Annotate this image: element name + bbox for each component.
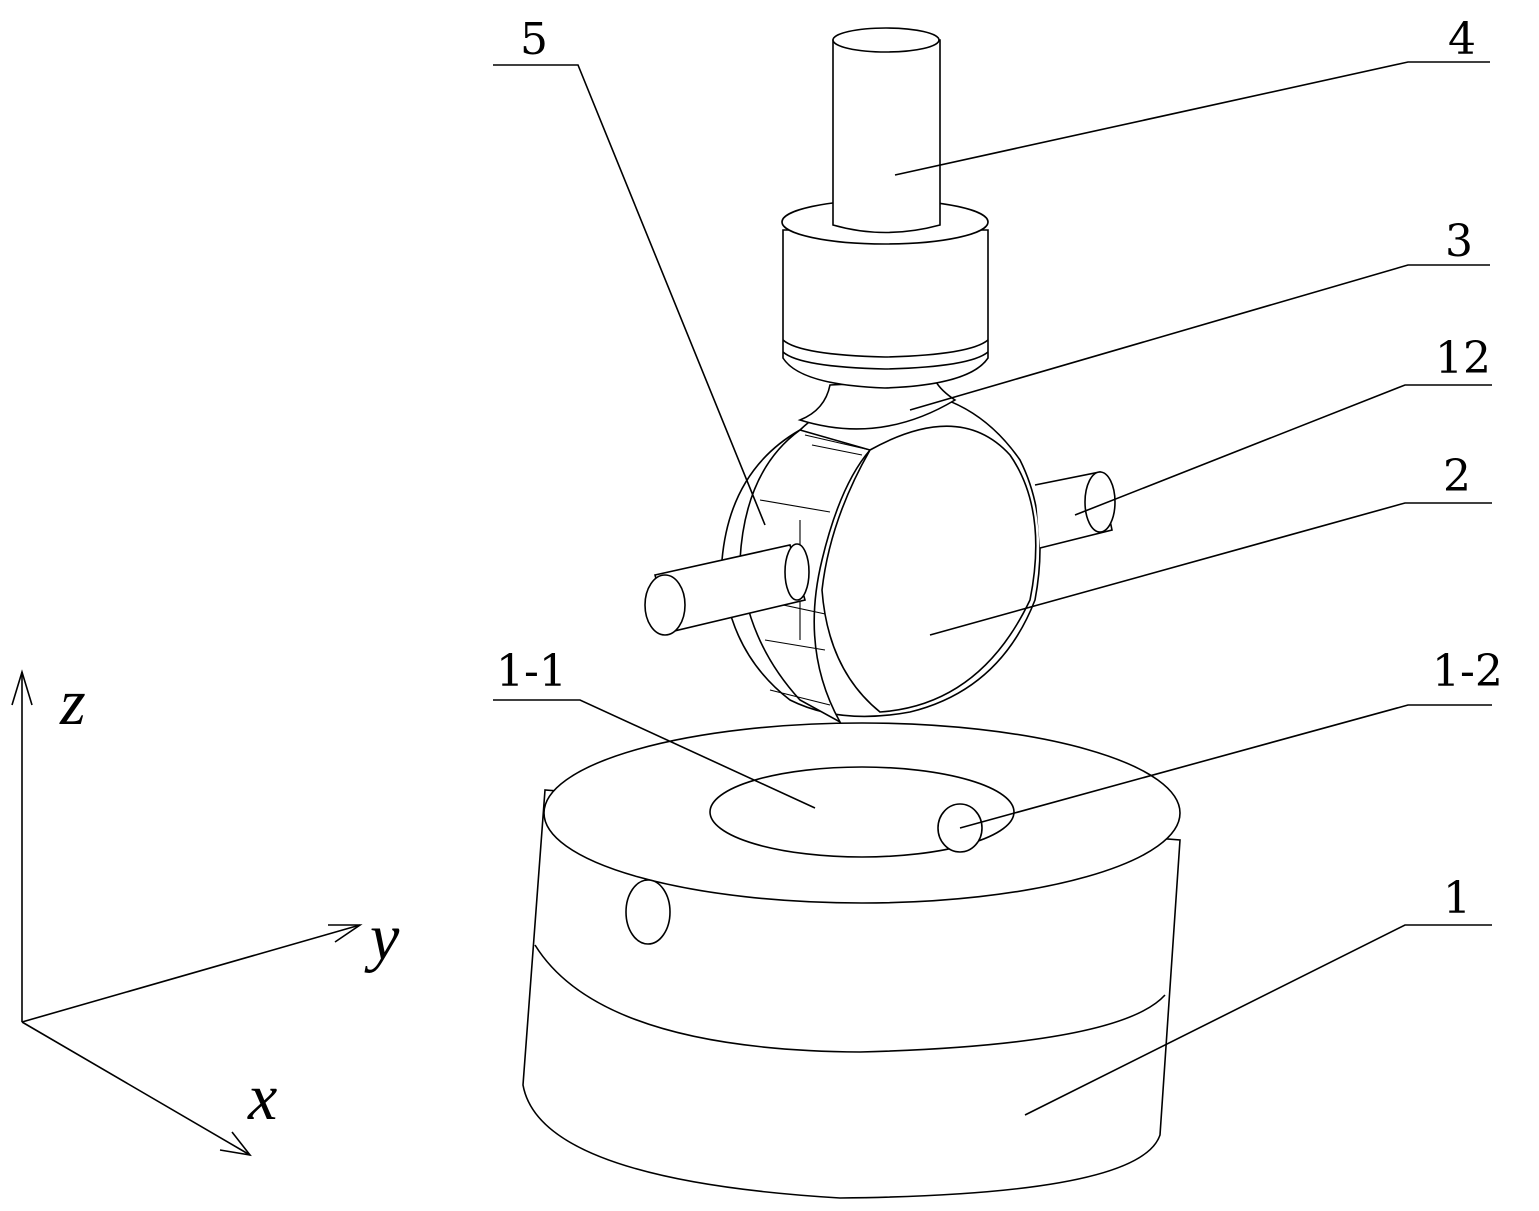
label-1-1: 1-1 [496,650,567,694]
coordinate-axes [12,672,360,1155]
label-12: 12 [1435,337,1491,381]
label-3: 3 [1445,220,1473,264]
label-1-2: 1-2 [1432,650,1503,694]
label-5: 5 [520,18,548,62]
label-4: 4 [1448,18,1476,62]
label-2: 2 [1443,455,1471,499]
axis-label-z: z [60,670,86,736]
shaft-part-4 [782,28,988,429]
axis-label-y: y [370,905,399,971]
axis-label-x: x [248,1065,277,1131]
side-hole [626,880,670,944]
ball-part-2 [645,390,1115,722]
label-1: 1 [1443,877,1471,921]
